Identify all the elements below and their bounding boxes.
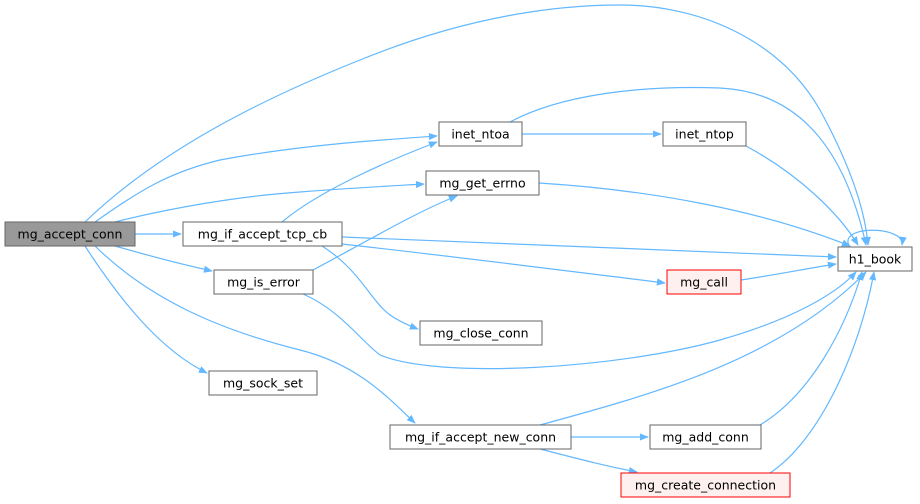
node-h1-book[interactable]: h1_book <box>837 246 913 272</box>
edge-mg-if-accept-tcp-cb-to-h1-book <box>341 236 837 261</box>
edge-mg-if-accept-new-conn-to-mg-create-connection <box>539 448 638 475</box>
edge-mg-if-accept-new-conn-to-h1-book <box>539 271 867 426</box>
edge-mg-get-errno-to-h1-book <box>538 182 851 247</box>
edge-mg-if-accept-tcp-cb-to-inet-ntoa <box>281 141 438 223</box>
edge-inet-ntop-to-h1-book <box>745 145 859 246</box>
node-mg-close-conn[interactable]: mg_close_conn <box>419 320 543 346</box>
node-mg-if-accept-new-conn[interactable]: mg_if_accept_new_conn <box>389 424 572 450</box>
edge-mg-is-error-to-h1-book <box>302 271 857 370</box>
node-label: h1_book <box>849 252 902 267</box>
node-mg-sock-set[interactable]: mg_sock_set <box>208 370 318 396</box>
edge-mg-accept-conn-to-mg-get-errno <box>114 180 425 223</box>
node-label: mg_if_accept_tcp_cb <box>198 227 327 242</box>
edge-mg-accept-conn-to-mg-sock-set <box>84 245 208 374</box>
edge-mg-add-conn-to-h1-book <box>759 271 864 426</box>
node-label: mg_close_conn <box>433 326 528 341</box>
node-mg-create-connection[interactable]: mg_create_connection <box>620 472 791 498</box>
node-label: mg_accept_conn <box>18 227 123 242</box>
node-mg-if-accept-tcp-cb[interactable]: mg_if_accept_tcp_cb <box>182 221 343 247</box>
node-mg-accept-conn[interactable]: mg_accept_conn <box>4 221 136 247</box>
edge-h1-book-to-h1-book <box>847 229 907 248</box>
node-label: mg_call <box>680 275 728 290</box>
edge-inet-ntoa-to-h1-book <box>509 86 868 246</box>
node-label: inet_ntoa <box>451 127 509 142</box>
node-label: mg_is_error <box>227 275 301 290</box>
node-label: mg_if_accept_new_conn <box>405 430 556 445</box>
edge-mg-create-connection-to-h1-book <box>769 271 877 474</box>
node-inet-ntop[interactable]: inet_ntop <box>662 121 747 147</box>
edge-mg-accept-conn-to-mg-if-accept-new-conn <box>94 245 416 424</box>
edge-mg-is-error-to-mg-get-errno <box>312 195 458 271</box>
node-mg-is-error[interactable]: mg_is_error <box>213 269 314 295</box>
node-label: mg_add_conn <box>662 430 749 445</box>
node-label: mg_sock_set <box>223 376 303 391</box>
node-label: mg_create_connection <box>635 478 776 493</box>
edge-mg-if-accept-tcp-cb-to-mg-close-conn <box>321 245 419 330</box>
nodes-layer: mg_accept_conn mg_if_accept_tcp_cb mg_is… <box>4 121 913 498</box>
edge-mg-accept-conn-to-h1-book <box>84 4 871 246</box>
edge-mg-call-to-h1-book <box>740 261 837 281</box>
node-label: inet_ntop <box>675 127 734 142</box>
edge-mg-if-accept-tcp-cb-to-mg-call <box>341 243 666 286</box>
node-mg-add-conn[interactable]: mg_add_conn <box>649 424 762 450</box>
node-mg-get-errno[interactable]: mg_get_errno <box>425 170 540 196</box>
node-inet-ntoa[interactable]: inet_ntoa <box>438 121 523 147</box>
edge-mg-accept-conn-to-inet-ntoa <box>94 132 438 223</box>
edge-mg-accept-conn-to-mg-is-error <box>114 245 213 273</box>
node-mg-call[interactable]: mg_call <box>666 269 742 295</box>
node-label: mg_get_errno <box>439 176 525 191</box>
